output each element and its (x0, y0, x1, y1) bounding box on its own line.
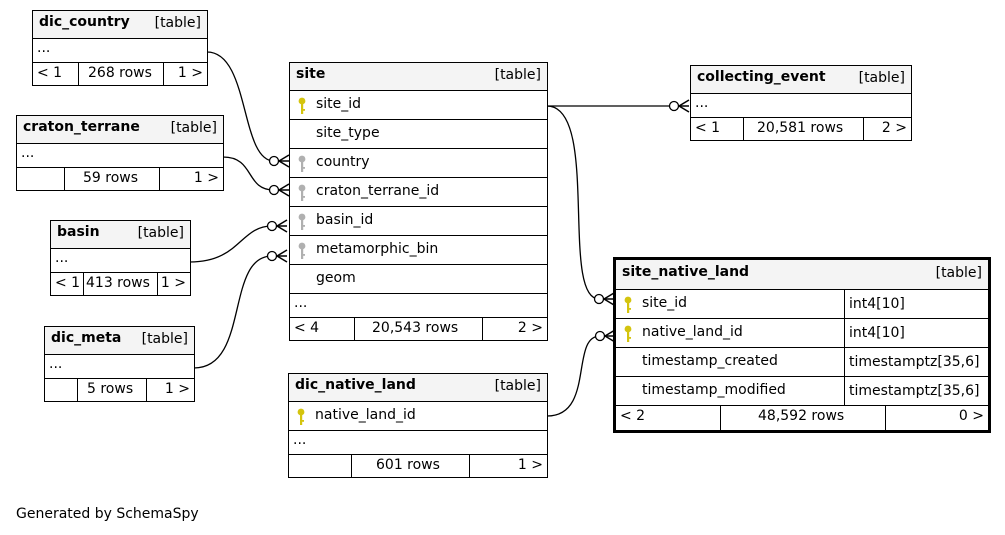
child-count: 1 > (193, 170, 219, 186)
table-site[interactable]: site [table] site_id site_type country cr… (289, 62, 548, 341)
column-name: site_id (642, 295, 688, 311)
table-name[interactable]: site_native_land (622, 264, 750, 280)
column-name: craton_terrane_id (316, 183, 440, 199)
column-name: country (316, 154, 370, 170)
table-type: [table] (858, 70, 905, 86)
edge-site-meta (193, 255, 273, 369)
child-count: 1 > (164, 381, 190, 397)
column-row[interactable]: basin_id (290, 207, 547, 236)
table-name[interactable]: dic_country (39, 14, 130, 30)
column-type: timestamptz[35,6] (844, 377, 979, 405)
table-type: [table] (170, 120, 217, 136)
foreign-key-icon (296, 213, 308, 231)
row-count: 413 rows (86, 275, 150, 291)
table-type: [table] (494, 378, 541, 394)
table-type: [table] (141, 331, 188, 347)
column-row[interactable]: site_id (290, 91, 547, 120)
more-columns: ... (49, 356, 63, 372)
table-name[interactable]: basin (57, 224, 100, 240)
edge-snl-site (546, 105, 600, 300)
table-name[interactable]: dic_native_land (295, 377, 416, 393)
row-count: 20,581 rows (757, 120, 844, 136)
primary-key-icon (622, 296, 634, 314)
column-row[interactable]: native_land_id (289, 402, 547, 431)
generator-credit: Generated by SchemaSpy (16, 506, 199, 522)
row-count: 48,592 rows (758, 408, 845, 424)
parent-count: < 1 (37, 65, 63, 81)
table-type: [table] (137, 225, 184, 241)
table-name[interactable]: craton_terrane (23, 119, 140, 135)
column-row[interactable]: geom (290, 265, 547, 294)
row-count: 268 rows (88, 65, 152, 81)
more-columns: ... (294, 295, 308, 311)
parent-count: < 4 (294, 320, 320, 336)
child-count: 2 > (517, 320, 543, 336)
edge-site-basin (189, 225, 273, 263)
more-columns: ... (55, 250, 69, 266)
row-count: 20,543 rows (372, 320, 459, 336)
column-row[interactable]: native_land_id int4[10] (616, 319, 988, 348)
row-count: 601 rows (376, 457, 440, 473)
column-row[interactable]: craton_terrane_id (290, 178, 547, 207)
column-type: int4[10] (844, 319, 905, 347)
row-count: 59 rows (83, 170, 139, 186)
column-name: basin_id (316, 212, 374, 228)
table-type: [table] (935, 265, 982, 281)
table-collecting-event[interactable]: collecting_event [table] ... < 1 20,581 r… (690, 65, 912, 141)
foreign-key-icon (296, 155, 308, 173)
row-count: 5 rows (87, 381, 134, 397)
table-name[interactable]: site (296, 66, 326, 82)
child-count: 1 > (517, 457, 543, 473)
table-craton-terrane[interactable]: craton_terrane [table] ... 59 rows 1 > (16, 115, 224, 191)
more-columns: ... (695, 95, 709, 111)
column-row[interactable]: timestamp_modified timestamptz[35,6] (616, 377, 988, 406)
table-type: [table] (154, 15, 201, 31)
foreign-key-icon (296, 184, 308, 202)
more-columns: ... (293, 432, 307, 448)
column-row[interactable]: site_type (290, 120, 547, 149)
more-columns: ... (37, 40, 51, 56)
child-count: 0 > (958, 408, 984, 424)
column-name: native_land_id (642, 324, 743, 340)
table-dic-meta[interactable]: dic_meta [table] ... 5 rows 1 > (44, 326, 195, 402)
column-row[interactable]: country (290, 149, 547, 178)
primary-key-icon (295, 408, 307, 426)
table-name[interactable]: collecting_event (697, 69, 826, 85)
column-name: site_type (316, 125, 380, 141)
parent-count: < 2 (620, 408, 646, 424)
column-name: metamorphic_bin (316, 241, 439, 257)
table-dic-native-land[interactable]: dic_native_land [table] native_land_id ..… (288, 373, 548, 478)
column-name: timestamp_modified (642, 382, 786, 398)
child-count: 1 > (160, 275, 186, 291)
column-name: geom (316, 270, 356, 286)
parent-count: < 1 (695, 120, 721, 136)
primary-key-icon (622, 325, 634, 343)
column-row[interactable]: site_id int4[10] (616, 290, 988, 319)
edge-site-craton (222, 156, 275, 191)
table-dic-country[interactable]: dic_country [table] ... < 1 268 rows 1 > (32, 10, 208, 86)
column-type: timestamptz[35,6] (844, 348, 979, 376)
column-type: int4[10] (844, 290, 905, 318)
primary-key-icon (296, 97, 308, 115)
column-row[interactable]: metamorphic_bin (290, 236, 547, 265)
column-name: timestamp_created (642, 353, 778, 369)
child-count: 2 > (881, 120, 907, 136)
edge-site-country (206, 51, 275, 162)
parent-count: < 1 (55, 275, 81, 291)
column-name: site_id (316, 96, 362, 112)
edge-snl-native-land (546, 335, 601, 417)
column-row[interactable]: timestamp_created timestamptz[35,6] (616, 348, 988, 377)
foreign-key-icon (296, 242, 308, 260)
table-basin[interactable]: basin [table] ... < 1 413 rows 1 > (50, 220, 191, 296)
more-columns: ... (21, 145, 35, 161)
table-type: [table] (494, 67, 541, 83)
column-name: native_land_id (315, 407, 416, 423)
child-count: 1 > (177, 65, 203, 81)
table-name[interactable]: dic_meta (51, 330, 122, 346)
